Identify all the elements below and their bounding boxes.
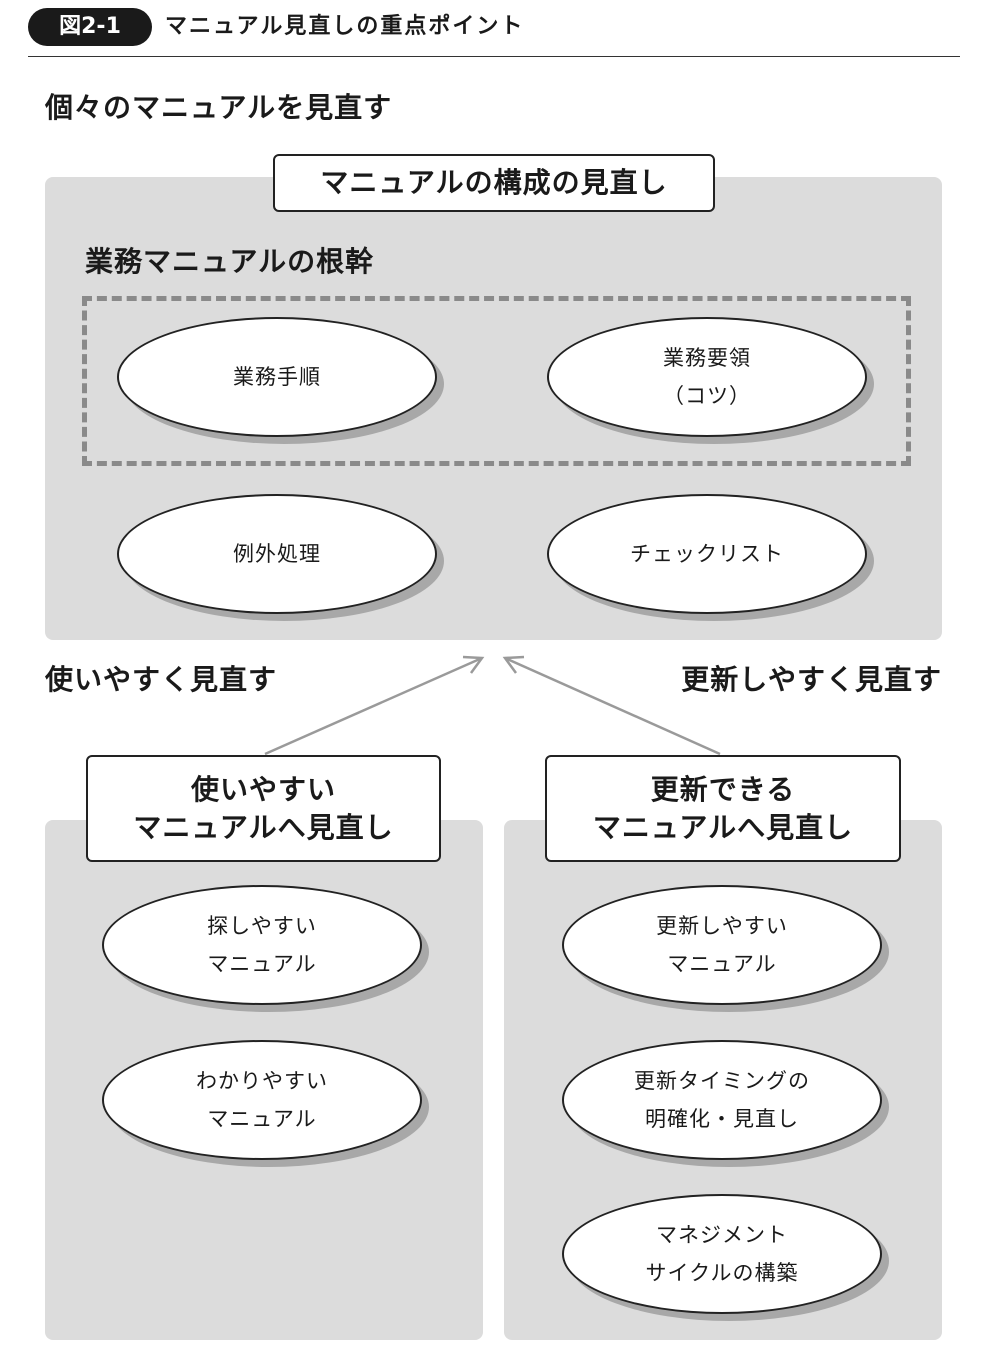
node-exceptions: 例外処理 [117, 494, 437, 614]
node-text: マニュアル [207, 952, 317, 976]
node-text: マニュアル [207, 1107, 317, 1131]
top-heading: 個々のマニュアルを見直す [45, 91, 393, 124]
arrow-left-line [264, 656, 483, 756]
arrow-right-head [502, 655, 525, 674]
node-text: わかりやすい [196, 1069, 328, 1093]
node-management-cycle: マネジメント サイクルの構築 [562, 1194, 882, 1314]
usability-title-box: 使いやすい マニュアルへ見直し [86, 755, 441, 862]
box-text: 更新できる [650, 772, 796, 806]
right-heading: 更新しやすく見直す [681, 663, 942, 696]
structure-title: マニュアルの構成の見直し [320, 166, 668, 199]
core-dashed-group [82, 296, 911, 466]
node-update-timing: 更新タイミングの 明確化・見直し [562, 1040, 882, 1160]
node-updatable: 更新しやすい マニュアル [562, 885, 882, 1005]
left-heading: 使いやすく見直す [45, 663, 278, 696]
node-text: （コツ） [663, 384, 751, 408]
figure-label: 図2-1 [28, 8, 152, 46]
box-text: マニュアルへ見直し [592, 810, 854, 844]
node-text: 更新しやすい [656, 914, 788, 938]
core-subheading: 業務マニュアルの根幹 [85, 245, 375, 278]
updatability-title-box: 更新できる マニュアルへ見直し [545, 755, 901, 862]
node-searchable: 探しやすい マニュアル [102, 885, 422, 1005]
figure-title: マニュアル見直しの重点ポイント [165, 14, 525, 39]
header-divider [28, 56, 960, 57]
arrow-left-head [462, 655, 485, 674]
box-text: 使いやすい [190, 772, 336, 806]
arrow-right-line [504, 656, 721, 756]
node-text: サイクルの構築 [645, 1261, 799, 1285]
node-text: 例外処理 [233, 542, 321, 566]
structure-title-box: マニュアルの構成の見直し [273, 154, 715, 212]
node-text: 明確化・見直し [645, 1107, 799, 1131]
node-text: 業務手順 [233, 365, 321, 389]
node-text: マネジメント [656, 1223, 788, 1247]
node-text: マニュアル [667, 952, 777, 976]
node-text: 探しやすい [207, 914, 317, 938]
node-text: 更新タイミングの [634, 1069, 810, 1093]
node-checklist: チェックリスト [547, 494, 867, 614]
node-text: 業務要領 [663, 346, 751, 370]
node-text: チェックリスト [630, 542, 784, 566]
node-understandable: わかりやすい マニュアル [102, 1040, 422, 1160]
node-knowhow: 業務要領 （コツ） [547, 317, 867, 437]
node-procedure: 業務手順 [117, 317, 437, 437]
box-text: マニュアルへ見直し [133, 810, 394, 844]
